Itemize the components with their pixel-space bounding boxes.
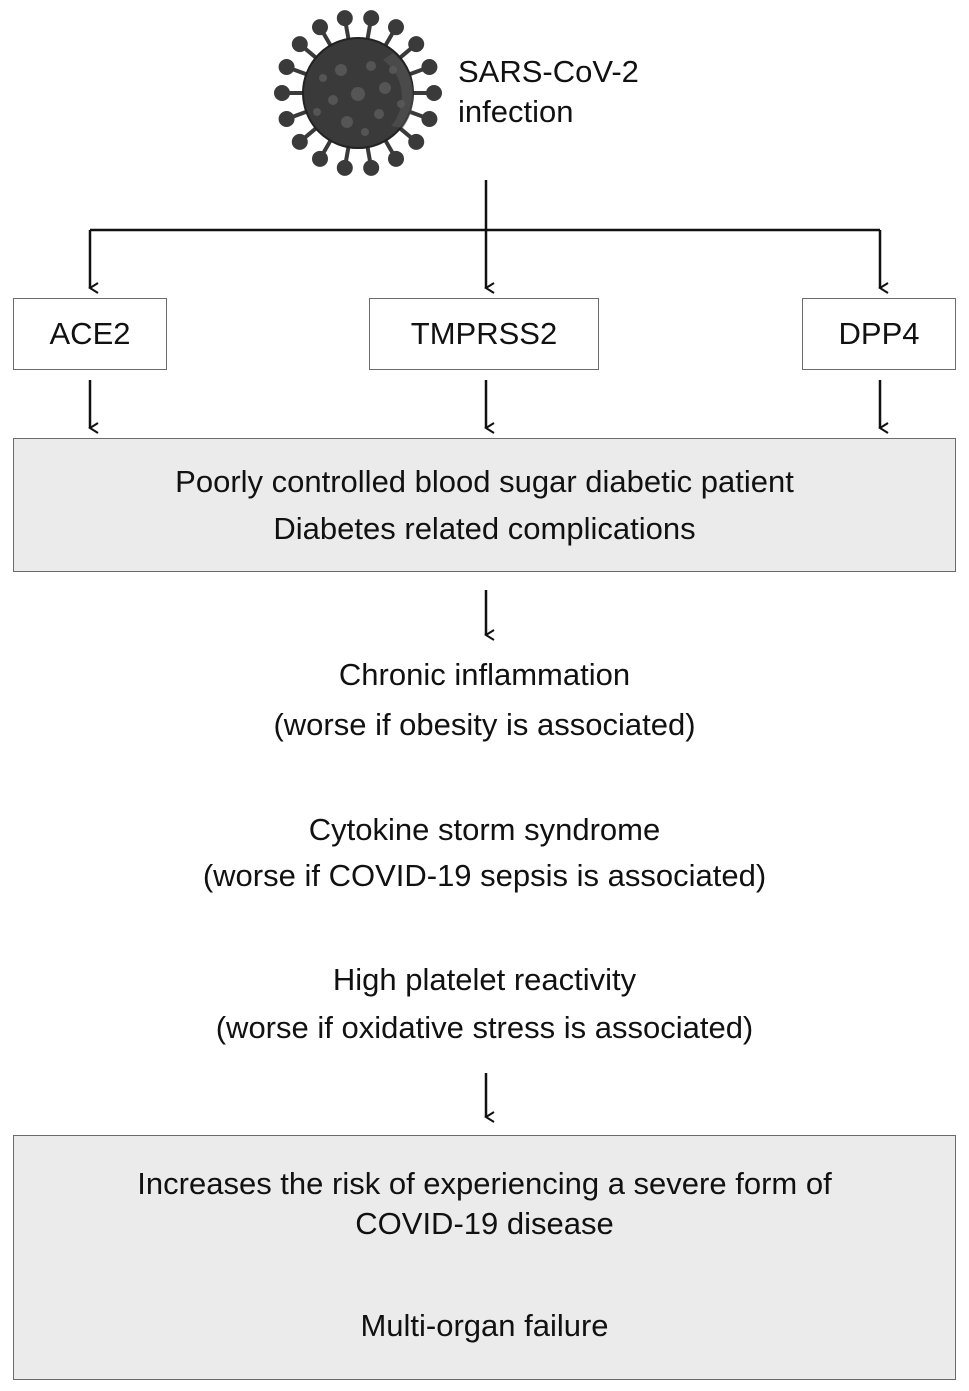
virus-spike-tip: [278, 59, 295, 76]
virus-spike-tip: [388, 150, 404, 167]
patient-line1: Poorly controlled blood sugar diabetic p…: [175, 464, 794, 499]
virus-spike-tip: [421, 110, 438, 127]
virus-spike-tip: [408, 36, 425, 53]
virus-spike-tip: [291, 36, 308, 53]
virus-label-line1: SARS-CoV-2: [458, 54, 639, 89]
outcome-line2: COVID-19 disease: [355, 1206, 614, 1241]
virus-spike-tip: [426, 85, 442, 101]
receptor-box-dpp4: DPP4: [802, 298, 956, 370]
receptor-label-dpp4: DPP4: [838, 316, 920, 351]
outcome-box: Increases the risk of experiencing a sev…: [13, 1135, 956, 1380]
receptor-box-ace2: ACE2: [13, 298, 167, 370]
mechanism-note: (worse if obesity is associated): [273, 707, 696, 742]
virus-spike-tip: [363, 10, 380, 27]
virus-spike-tip: [408, 133, 425, 150]
outcome-line3: Multi-organ failure: [360, 1308, 609, 1343]
receptor-box-tmprss2: TMPRSS2: [369, 298, 599, 370]
virus-spike-tip: [388, 19, 404, 36]
virus-spike-tip: [363, 159, 380, 176]
outcome-line1: Increases the risk of experiencing a sev…: [137, 1166, 832, 1201]
mechanism-chronic-inflammation: Chronic inflammation (worse if obesity i…: [0, 650, 969, 750]
virus-spike-tip: [312, 19, 328, 36]
mechanism-title: Cytokine storm syndrome: [308, 812, 661, 847]
virus-icon: [274, 10, 442, 176]
virus-spike-tip: [291, 133, 308, 150]
mechanism-title: High platelet reactivity: [332, 962, 637, 997]
virus-spike-tip: [336, 10, 353, 27]
receptor-label-ace2: ACE2: [49, 316, 131, 351]
mechanism-note: (worse if oxidative stress is associated…: [215, 1010, 754, 1045]
patient-box: Poorly controlled blood sugar diabetic p…: [13, 438, 956, 572]
virus-spike-tip: [274, 85, 290, 101]
virus-label-line2: infection: [458, 94, 574, 129]
mechanism-note: (worse if COVID-19 sepsis is associated): [202, 858, 767, 893]
virus-spike-tip: [278, 110, 295, 127]
mechanism-cytokine-storm: Cytokine storm syndrome (worse if COVID-…: [0, 807, 969, 899]
virus-spike-tip: [336, 159, 353, 176]
patient-line2: Diabetes related complications: [273, 511, 696, 546]
receptor-label-tmprss2: TMPRSS2: [410, 316, 558, 351]
mechanism-title: Chronic inflammation: [338, 657, 631, 692]
virus-label: SARS-CoV-2 infection: [458, 52, 718, 132]
mechanism-platelet-reactivity: High platelet reactivity (worse if oxida…: [0, 956, 969, 1052]
virus-spike-tip: [421, 59, 438, 76]
virus-spike-tip: [312, 150, 328, 167]
